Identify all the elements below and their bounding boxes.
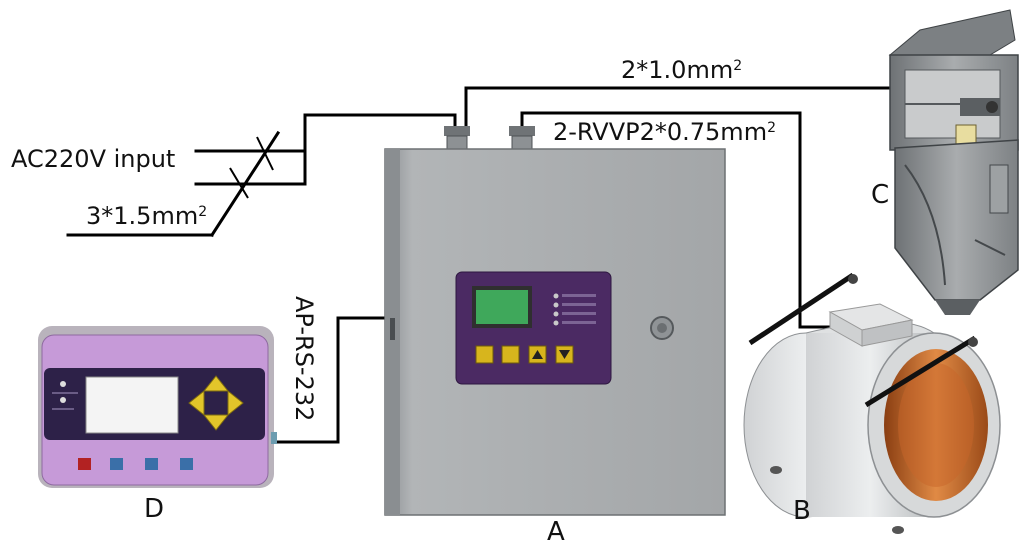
rs232-cable — [276, 316, 395, 444]
component-label-c: C — [871, 180, 889, 210]
controller-lcd — [476, 290, 528, 324]
coil-sensor — [743, 272, 1001, 534]
power-cable-label: 3*1.5mm2 — [86, 202, 207, 230]
status-leds — [553, 293, 596, 326]
controller-cabinet — [384, 126, 726, 516]
panel-keys — [475, 345, 574, 364]
remote-leds — [52, 381, 78, 410]
remote-display — [38, 326, 277, 488]
remote-direction-pad — [188, 375, 244, 431]
remote-buttons — [78, 458, 193, 470]
power-input-label: AC220V input — [11, 145, 175, 173]
signal-cable-label: 2-RVVP2*0.75mm2 — [553, 118, 776, 146]
rs232-cable-label: AP-RS-232 — [290, 296, 318, 421]
rs232-port — [390, 318, 395, 340]
remote-lcd — [85, 376, 179, 434]
door-lock-icon — [650, 316, 674, 340]
valve-actuator — [955, 98, 1000, 146]
signal-cable — [520, 111, 838, 329]
component-label-b: B — [793, 496, 811, 526]
component-label-a: A — [547, 517, 565, 547]
cable-gland-left — [444, 126, 470, 153]
sensor-cable-label: 2*1.0mm2 — [621, 56, 742, 84]
valve-assembly — [888, 9, 1019, 315]
component-label-d: D — [144, 494, 164, 524]
power-input-wires — [66, 113, 457, 238]
cable-gland-right — [509, 126, 535, 153]
control-panel — [455, 271, 612, 385]
